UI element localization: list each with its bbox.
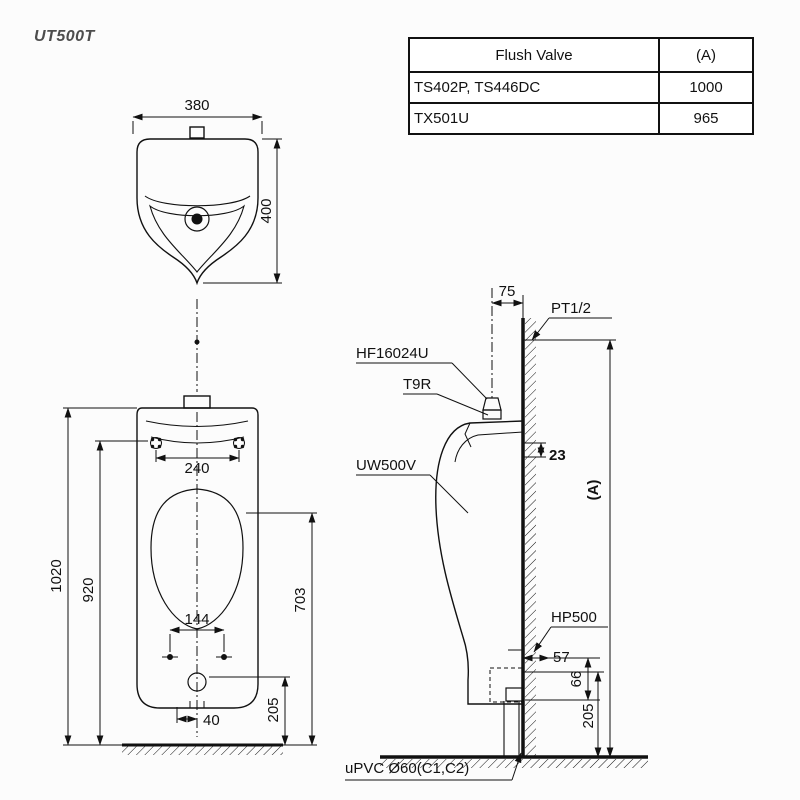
valve-a-value-cell: 1000 <box>658 71 754 104</box>
outlet-socket <box>505 687 524 702</box>
table-header-row: Flush Valve (A) <box>408 37 754 73</box>
leader-upvc <box>511 752 522 781</box>
leader-uw <box>429 474 469 514</box>
table-header-a: (A) <box>658 37 754 73</box>
spud-top <box>189 126 205 139</box>
valve-models-cell: TS402P, TS446DC <box>408 71 660 104</box>
side-view: 75 PT1/2 HF16024U T9R UW500V 23 (A) <box>345 283 648 781</box>
spud-top <box>183 395 211 409</box>
flush-valve <box>482 397 502 411</box>
leader-hp500 <box>533 626 552 653</box>
spreader-hole <box>191 213 203 225</box>
leader-t9r <box>436 393 489 416</box>
urinal-side-profile <box>435 420 524 705</box>
dim-920: 920 <box>80 577 97 602</box>
dim-205-side: 205 <box>580 703 597 728</box>
label-uw500v: UW500V <box>356 457 416 474</box>
dim-66: 66 <box>568 671 585 688</box>
valve-spud <box>482 409 502 420</box>
leader-pt12 <box>531 317 550 341</box>
valve-model-cell: TX501U <box>408 102 660 135</box>
dim-144: 144 <box>184 611 209 628</box>
label-upvc: uPVC Ø60(C1,C2) <box>345 760 469 777</box>
table-row: TX501U 965 <box>408 102 754 135</box>
dim-380: 380 <box>184 97 209 114</box>
rim-lip <box>464 422 472 448</box>
dim-57: 57 <box>553 649 570 666</box>
floor-hatch <box>380 759 648 768</box>
table-header-flush-valve: Flush Valve <box>408 37 660 73</box>
front-view-installation: 240 144 40 1020 920 <box>48 395 317 755</box>
spreader-ring <box>184 206 210 232</box>
dim-75: 75 <box>499 283 516 300</box>
outlet-hole <box>187 672 207 692</box>
mounting-bolt-right <box>233 437 245 449</box>
hidden-trap <box>489 667 523 703</box>
label-pt12: PT1/2 <box>551 300 591 317</box>
urinal-body-outline <box>136 407 259 709</box>
floor-hatch <box>122 746 283 755</box>
label-t9r: T9R <box>403 376 432 393</box>
model-code: UT500T <box>34 28 95 45</box>
label-hp500: HP500 <box>551 609 597 626</box>
table-row: TS402P, TS446DC 1000 <box>408 71 754 104</box>
dim-400: 400 <box>258 198 275 223</box>
urinal-front-outline <box>136 138 259 286</box>
label-hf16024u: HF16024U <box>356 345 429 362</box>
flush-valve-table: Flush Valve (A) TS402P, TS446DC 1000 TX5… <box>408 37 754 135</box>
dim-1020: 1020 <box>48 559 65 592</box>
mounting-bolt-left <box>150 437 162 449</box>
dim-40: 40 <box>203 712 220 729</box>
dim-703: 703 <box>292 587 309 612</box>
valve-a-value-cell: 965 <box>658 102 754 135</box>
bowl-opening <box>150 488 244 630</box>
wall-hatch <box>525 318 536 757</box>
dim-23: 23 <box>549 447 566 464</box>
dim-205: 205 <box>265 697 282 722</box>
leader-hf <box>451 362 488 400</box>
front-view-upper: 380 400 <box>132 97 282 392</box>
dim-A: (A) <box>585 480 602 501</box>
